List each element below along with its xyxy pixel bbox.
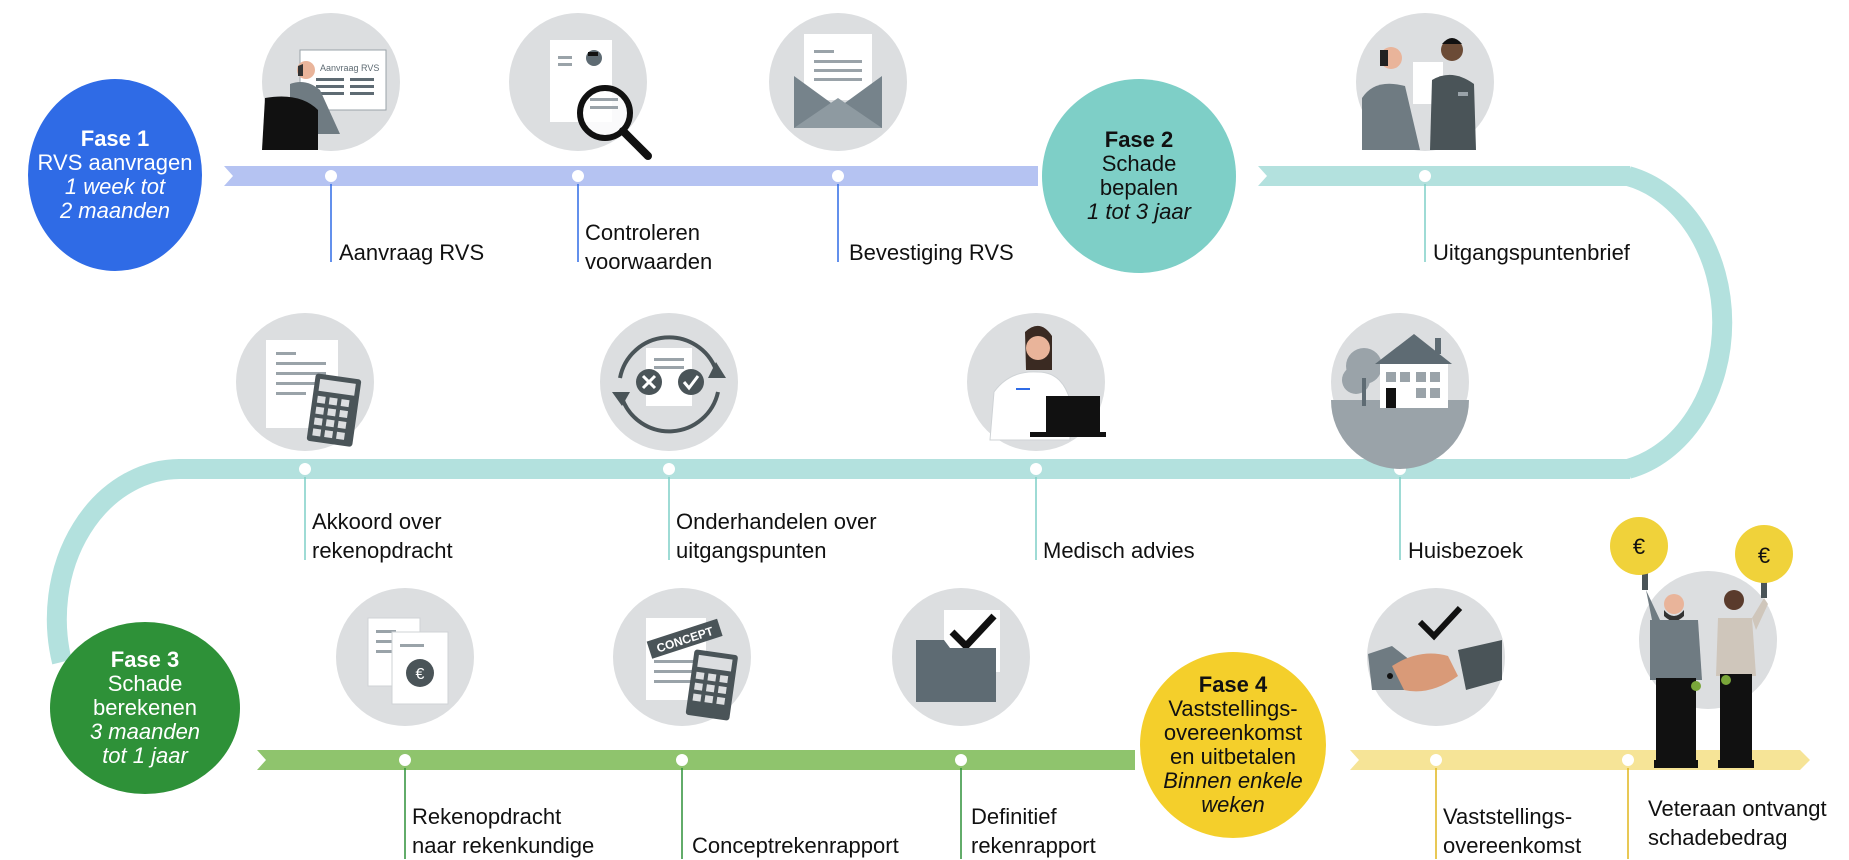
step-label-onderhandelen: Onderhandelen over uitgangspunten: [676, 509, 877, 563]
phase-title: Fase 3: [110, 647, 180, 672]
veterans-euro-icon: € €: [1610, 517, 1793, 768]
folder-check-icon: [892, 588, 1030, 726]
phase-duration: Binnen enkele: [1163, 768, 1303, 793]
phase-2-badge: Fase 2 Schade bepalen 1 tot 3 jaar: [1042, 79, 1236, 273]
step-label-definitief-rekenrapport: Definitief rekenrapport: [971, 804, 1096, 858]
step-connectors: [304, 176, 1629, 859]
step-label-bevestiging-rvs: Bevestiging RVS: [849, 240, 1014, 265]
svg-text:Aanvraag RVS: Aanvraag RVS: [320, 63, 379, 73]
track-phase-2-top: [1258, 166, 1630, 186]
phase-name: Vaststellings-: [1168, 696, 1298, 721]
house-tree-icon: [1331, 313, 1469, 469]
handshake-check-icon: [1367, 588, 1505, 726]
phase-1-badge: Fase 1 RVS aanvragen 1 week tot 2 maande…: [28, 79, 202, 271]
laptop-application-icon: Aanvraag RVS: [262, 13, 400, 151]
magnifier-document-icon: [509, 13, 652, 160]
phase-duration: 1 week tot: [64, 174, 166, 199]
step-label-controleren-voorwaarden: Controleren voorwaarden: [585, 220, 713, 274]
phase-duration: weken: [1201, 792, 1265, 817]
phase-4-badge: Fase 4 Vaststellings- overeenkomst en ui…: [1140, 652, 1326, 838]
phase-duration: tot 1 jaar: [102, 743, 188, 768]
step-label-aanvraag-rvs: Aanvraag RVS: [339, 240, 485, 265]
euro-documents-icon: €: [336, 588, 474, 726]
track-phase-1: [224, 166, 1038, 186]
meeting-people-icon: [1356, 13, 1494, 151]
doctor-laptop-icon: [967, 313, 1106, 451]
calculator-document-icon: [236, 313, 374, 451]
step-label-medisch-advies: Medisch advies: [1043, 538, 1195, 563]
cycle-check-icon: [600, 313, 738, 451]
phase-duration: 3 maanden: [89, 719, 201, 744]
step-label-uitgangspuntenbrief: Uitgangspuntenbrief: [1433, 240, 1630, 265]
track-phase-3: [257, 750, 1135, 770]
svg-text:€: €: [1758, 543, 1770, 568]
phase-title: Fase 1: [80, 126, 150, 151]
envelope-letter-icon: [769, 13, 907, 151]
phase-title: Fase 4: [1198, 672, 1268, 697]
phase-title: Fase 2: [1104, 127, 1174, 152]
phase-3-badge: Fase 3 Schade berekenen 3 maanden tot 1 …: [50, 622, 240, 794]
phase-name: Schade: [107, 671, 183, 696]
step-label-huisbezoek: Huisbezoek: [1408, 538, 1523, 563]
step-label-veteraan-ontvangt: Veteraan ontvangt schadebedrag: [1648, 796, 1827, 850]
phase-name: overeenkomst: [1163, 720, 1303, 745]
phase-name: Schade: [1101, 151, 1177, 176]
svg-text:€: €: [416, 666, 425, 683]
phase-name: berekenen: [93, 695, 197, 720]
concept-calculator-icon: CONCEPT: [613, 588, 751, 726]
track-phase-2-middle: [178, 459, 1630, 479]
phase-name: bepalen: [1099, 175, 1179, 200]
step-label-conceptrekenrapport: Conceptrekenrapport: [692, 833, 899, 858]
track-phase-2-right-curve: [1625, 166, 1733, 479]
step-label-vaststellingsovereenkomst: Vaststellings- overeenkomst: [1443, 804, 1582, 858]
phase-duration: 2 maanden: [59, 198, 171, 223]
svg-text:€: €: [1633, 534, 1645, 559]
step-label-rekenopdracht: Rekenopdracht naar rekenkundige: [412, 804, 595, 858]
track-phase-2-left-curve: [46, 458, 183, 665]
step-label-akkoord-rekenopdracht: Akkoord over rekenopdracht: [312, 509, 453, 563]
phase-duration: 1 tot 3 jaar: [1087, 199, 1191, 224]
phase-name: en uitbetalen: [1170, 744, 1296, 769]
phase-name: RVS aanvragen: [37, 150, 193, 175]
